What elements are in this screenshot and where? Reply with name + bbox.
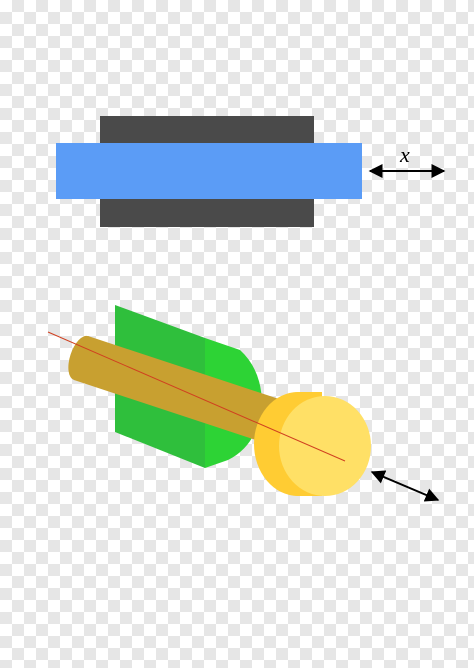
disc-front <box>279 396 371 496</box>
bottom-clamp-block <box>100 197 314 227</box>
top-clamp-block <box>100 116 314 146</box>
rod <box>74 336 282 444</box>
sliding-bar <box>56 143 362 199</box>
axial-motion-arrow <box>370 470 440 502</box>
rotation-axis-line <box>47 331 346 462</box>
rod-end <box>68 335 94 381</box>
displacement-label: x <box>399 142 410 167</box>
bottom-assembly <box>47 305 440 502</box>
top-assembly: x <box>56 116 446 227</box>
